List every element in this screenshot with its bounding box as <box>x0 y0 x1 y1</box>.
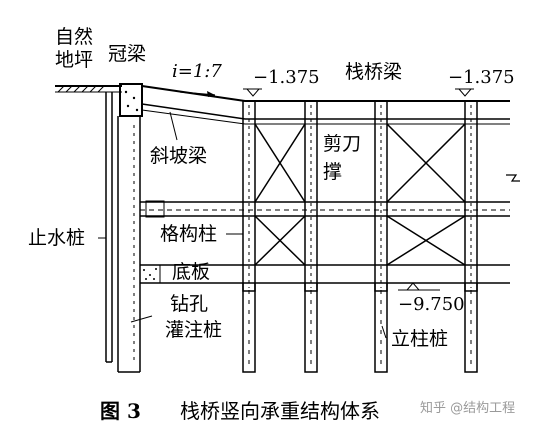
label-trestle-beam: 栈桥梁 <box>345 61 402 83</box>
label-scissor-brace-1: 剪刀 <box>323 133 361 155</box>
elevation-marker-bottom <box>398 282 440 291</box>
lattice-column-3 <box>374 100 388 292</box>
bored-pile-shape <box>117 116 141 373</box>
lattice-column-4 <box>464 100 478 292</box>
label-bored-pile-2: 灌注桩 <box>165 319 222 341</box>
leader-lines <box>98 111 387 339</box>
trestle-deck <box>245 100 510 125</box>
label-crown-beam: 冠梁 <box>108 43 146 65</box>
caption-title: 栈桥竖向承重结构体系 <box>180 399 380 423</box>
label-natural-ground-2: 地坪 <box>55 49 93 71</box>
label-lattice-column: 格构柱 <box>160 223 217 245</box>
lattice-column-2 <box>304 100 318 292</box>
label-sloped-beam: 斜坡梁 <box>150 145 207 167</box>
label-scissor-brace-2: 撑 <box>323 161 342 183</box>
sloped-beam-shape <box>141 85 246 125</box>
crown-beam-shape <box>119 83 143 117</box>
elevation-marker-left <box>243 88 262 97</box>
label-slope: i=1:7 <box>172 61 222 82</box>
natural-ground-surface <box>55 85 122 93</box>
scissor-braces <box>254 123 466 266</box>
elevation-marker-right <box>455 88 474 97</box>
label-bored-pile-1: 钻孔 <box>170 293 208 315</box>
label-elevation-bottom: −9.750 <box>398 294 465 315</box>
label-natural-ground-1: 自然 <box>55 26 93 48</box>
tie-beam <box>140 200 510 218</box>
label-elevation-right: −1.375 <box>448 67 515 88</box>
watermark: 知乎 @结构工程 <box>420 400 515 416</box>
lattice-column-1 <box>242 100 256 292</box>
caption-number: 图 3 <box>100 399 141 423</box>
label-waterstop-pile: 止水桩 <box>28 227 85 249</box>
waterstop-pile-shape <box>105 92 113 363</box>
label-base-slab: 底板 <box>172 261 210 283</box>
break-line <box>506 174 520 182</box>
column-piles <box>242 283 478 373</box>
label-column-pile: 立柱桩 <box>391 328 448 350</box>
base-slab-shape <box>139 264 510 284</box>
label-elevation-left: −1.375 <box>253 67 320 88</box>
crown-beam-fill <box>124 90 139 112</box>
